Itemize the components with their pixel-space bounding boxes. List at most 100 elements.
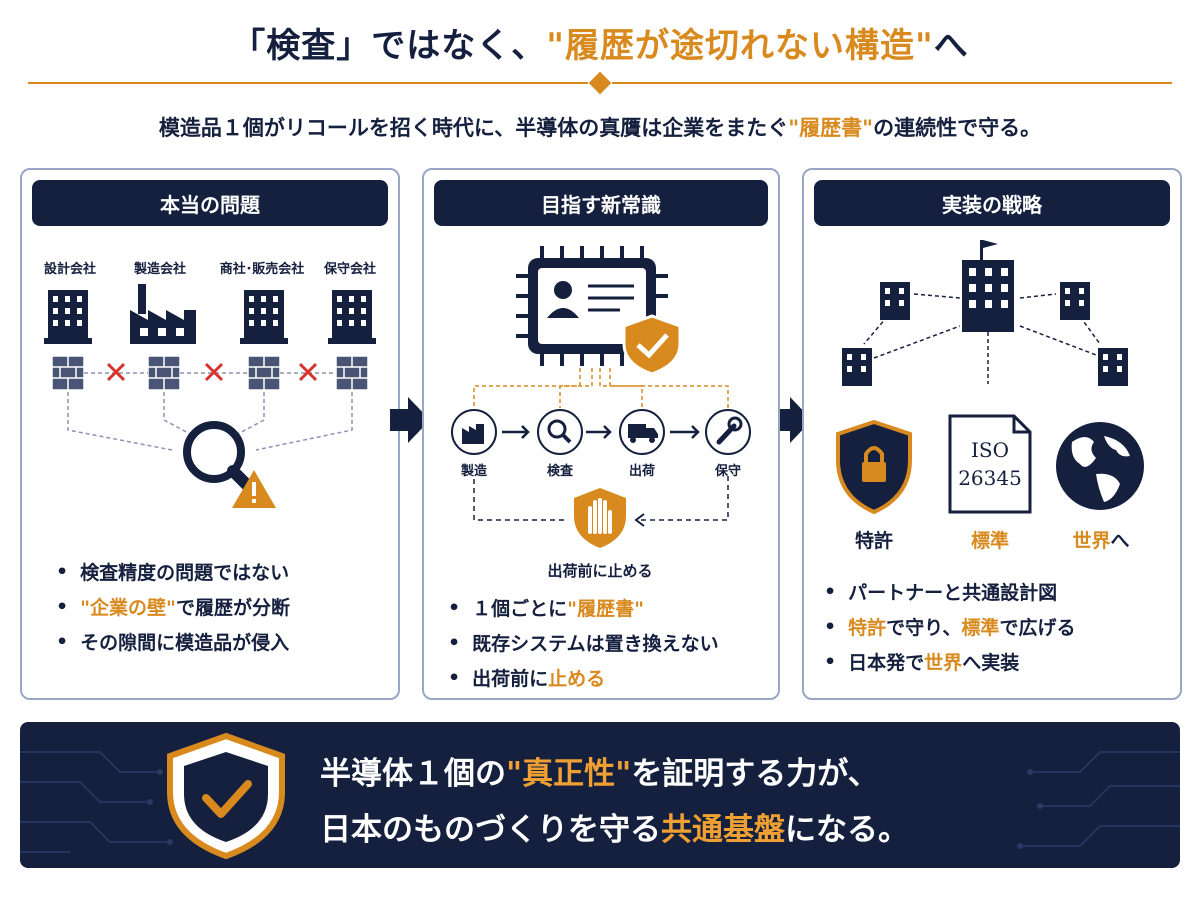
- title-part1: 検査: [266, 26, 337, 66]
- patent-label: 特許: [854, 530, 893, 552]
- bullet-emphasis: 特許: [848, 617, 887, 639]
- page-title: 「検査」ではなく、"履歴が途切れない構造"へ: [0, 18, 1200, 67]
- subtitle-post: の連続性で守る。: [873, 116, 1042, 140]
- broken-link-x-icon: [106, 362, 126, 382]
- brick-wall-icon: [147, 355, 181, 391]
- list-item: "企業の壁"で履歴が分断: [56, 589, 290, 624]
- banner-emphasis: 共通基盤: [661, 812, 785, 848]
- stop-before-shipping-label: 出荷前に止める: [547, 562, 653, 580]
- truck-step-icon: [619, 409, 665, 455]
- bullet-emphasis: 止める: [548, 668, 606, 690]
- company-label-design: 設計会社: [43, 262, 96, 277]
- warning-icon: [232, 470, 276, 508]
- banner-text: になる。: [785, 812, 909, 848]
- partner-network-diagram: [836, 240, 1144, 515]
- title-part3: へ: [933, 26, 969, 66]
- bullet-text: 日本発で: [848, 652, 925, 674]
- bullet-emphasis: 標準: [961, 617, 1000, 639]
- list-item: 出荷前に止める: [448, 660, 719, 695]
- list-item: １個ごとに"履歴書": [448, 590, 719, 625]
- iso-number: 26345: [958, 466, 1022, 490]
- bullet-text: 検査精度の問題ではない: [80, 562, 290, 584]
- panel-heading: 本当の問題: [32, 180, 388, 226]
- title-rule-right: [612, 82, 1172, 84]
- step-label-manufacture: 製造: [460, 464, 487, 479]
- step-label-maintain: 保守: [714, 464, 741, 479]
- banner-text: 日本のものづくりを守る: [320, 812, 661, 848]
- step-arrow-icon: [502, 425, 700, 439]
- panel-new-standard: 目指す新常識: [422, 168, 780, 700]
- brick-wall-icon: [335, 355, 369, 391]
- headquarters-building-icon: [962, 240, 1014, 332]
- building-icon: [328, 290, 376, 344]
- title-bracket-close: 」: [336, 26, 372, 66]
- building-icon: [44, 290, 92, 344]
- subtitle: 模造品１個がリコールを招く時代に、半導体の真贋は企業をまたぐ"履歴書"の連続性で…: [0, 112, 1200, 142]
- broken-link-x-icon: [204, 362, 224, 382]
- flow-arrow-icon: [772, 397, 812, 443]
- bullet-emphasis: "企業の壁": [80, 597, 176, 619]
- iso-label: ISO: [971, 438, 1009, 462]
- list-item: その隙間に模造品が侵入: [56, 624, 290, 659]
- title-bracket-open: 「: [231, 26, 267, 66]
- shield-check-icon: [622, 314, 682, 376]
- subtitle-emphasis: "履歴書": [788, 116, 874, 140]
- panel-heading: 目指す新常識: [434, 180, 768, 226]
- step-label-inspect: 検査: [546, 464, 573, 479]
- bullet-text: パートナーと共通設計図: [848, 582, 1058, 604]
- list-item: パートナーと共通設計図: [824, 574, 1075, 609]
- traceability-flow-diagram: [451, 246, 751, 548]
- title-quote-close: ": [915, 26, 934, 66]
- world-label: 世界へ: [1056, 526, 1146, 553]
- banner-line-1: 半導体１個の"真正性"を証明する力が、: [320, 748, 879, 793]
- wrench-step-icon: [705, 409, 751, 455]
- title-quote-open: ": [546, 26, 565, 66]
- iso-standard-document-icon: [948, 414, 1032, 514]
- bullet-emphasis: "履歴書": [567, 598, 644, 620]
- brick-wall-icon: [51, 355, 85, 391]
- conclusion-banner: 半導体１個の"真正性"を証明する力が、 日本のものづくりを守る共通基盤になる。: [20, 722, 1180, 868]
- banner-line-2: 日本のものづくりを守る共通基盤になる。: [320, 804, 909, 849]
- title-part2: ではなく、: [371, 26, 547, 66]
- world-label-suffix: へ: [1110, 530, 1130, 552]
- problem-bullets: 検査精度の問題ではない "企業の壁"で履歴が分断 その隙間に模造品が侵入: [56, 554, 290, 659]
- bullet-text: 既存システムは置き換えない: [472, 633, 719, 655]
- iso-code-text: ISO 26345: [950, 436, 1030, 492]
- bullet-text: 出荷前に: [472, 668, 549, 690]
- globe-icon: [1056, 422, 1144, 510]
- world-label-emphasis: 世界: [1072, 530, 1111, 552]
- building-icon: [880, 282, 910, 320]
- list-item: 既存システムは置き換えない: [448, 625, 719, 660]
- bullet-emphasis: 世界: [924, 652, 963, 674]
- bullet-text: で履歴が分断: [175, 597, 290, 619]
- bullet-text: へ実装: [962, 652, 1020, 674]
- panel-implementation-strategy: 実装の戦略: [802, 168, 1182, 700]
- building-icon: [1098, 348, 1128, 386]
- company-wall-diagram: [44, 284, 376, 508]
- bullet-text: で守り、: [886, 617, 962, 639]
- panel-heading: 実装の戦略: [814, 180, 1170, 226]
- factory-step-icon: [451, 409, 497, 455]
- banner-text: 半導体１個の: [320, 756, 506, 792]
- step-label-ship: 出荷: [628, 464, 655, 479]
- building-icon: [842, 348, 872, 386]
- bullet-text: で広げる: [999, 617, 1076, 639]
- panel-real-problem: 本当の問題 設計会社 製造会社 商社･販売会社 保守会社: [20, 168, 400, 700]
- title-diamond-ornament: [588, 71, 612, 95]
- building-icon: [1060, 282, 1090, 320]
- list-item: 検査精度の問題ではない: [56, 554, 290, 589]
- new-standard-bullets: １個ごとに"履歴書" 既存システムは置き換えない 出荷前に止める: [448, 590, 719, 695]
- inspect-step-icon: [537, 409, 583, 455]
- flow-arrow-icon: [390, 397, 430, 443]
- company-label-maintenance: 保守会社: [323, 262, 376, 277]
- patent-shield-lock-icon: [836, 419, 912, 515]
- banner-text: を証明する力が、: [631, 756, 879, 792]
- broken-link-x-icon: [298, 362, 318, 382]
- title-rule-left: [28, 82, 588, 84]
- shield-check-icon: [167, 732, 285, 860]
- company-label-trading: 商社･販売会社: [219, 262, 305, 277]
- subtitle-pre: 模造品１個がリコールを招く時代に、半導体の真贋は企業をまたぐ: [158, 116, 789, 140]
- banner-emphasis: "真正性": [506, 756, 632, 792]
